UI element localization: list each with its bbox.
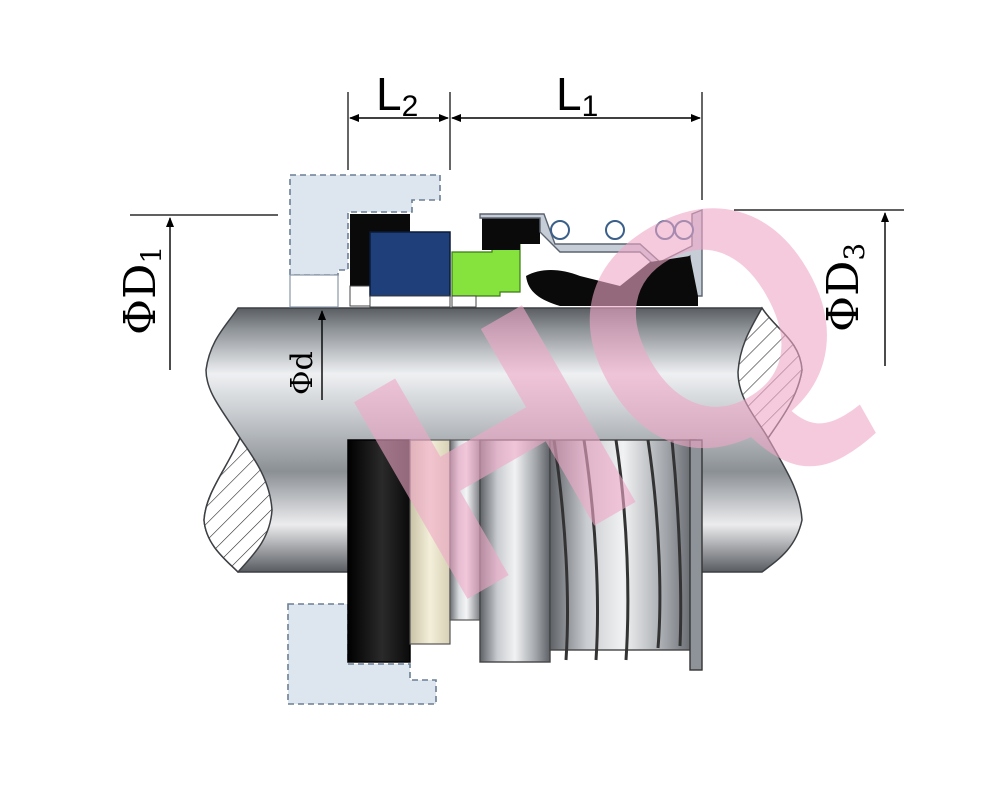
shaft-section-right xyxy=(737,306,803,440)
gland-housing-top-lip xyxy=(289,274,339,308)
l1-label: L1 xyxy=(556,68,598,123)
gland-housing-top xyxy=(289,174,441,276)
d3-label: ΦD3 xyxy=(818,243,871,332)
l2-label: L2 xyxy=(376,68,418,123)
end-flange-exterior xyxy=(689,439,703,671)
seat-cup-exterior xyxy=(347,439,411,663)
retainer-exterior xyxy=(549,439,697,651)
rotary-face-base xyxy=(451,295,477,308)
rotary-face-exterior xyxy=(449,439,481,621)
face-holder-exterior xyxy=(479,439,551,663)
bellows-rubber xyxy=(526,256,698,306)
spring-coil-section xyxy=(674,220,694,240)
retainer-shell xyxy=(479,208,703,297)
d1-label: ΦD1 xyxy=(115,246,168,335)
shaft-section-left xyxy=(203,436,273,574)
spring-coil-section xyxy=(550,220,570,240)
spring-exterior xyxy=(552,439,683,661)
seat-rubber-boot xyxy=(350,214,410,296)
spring-coil-section xyxy=(605,220,625,240)
face-holder xyxy=(482,218,540,250)
d-label: Φd xyxy=(285,351,320,395)
seat-rubber-boot-gap xyxy=(349,285,371,307)
stationary-seat-exterior xyxy=(409,439,451,645)
stationary-seat-base xyxy=(369,295,451,308)
